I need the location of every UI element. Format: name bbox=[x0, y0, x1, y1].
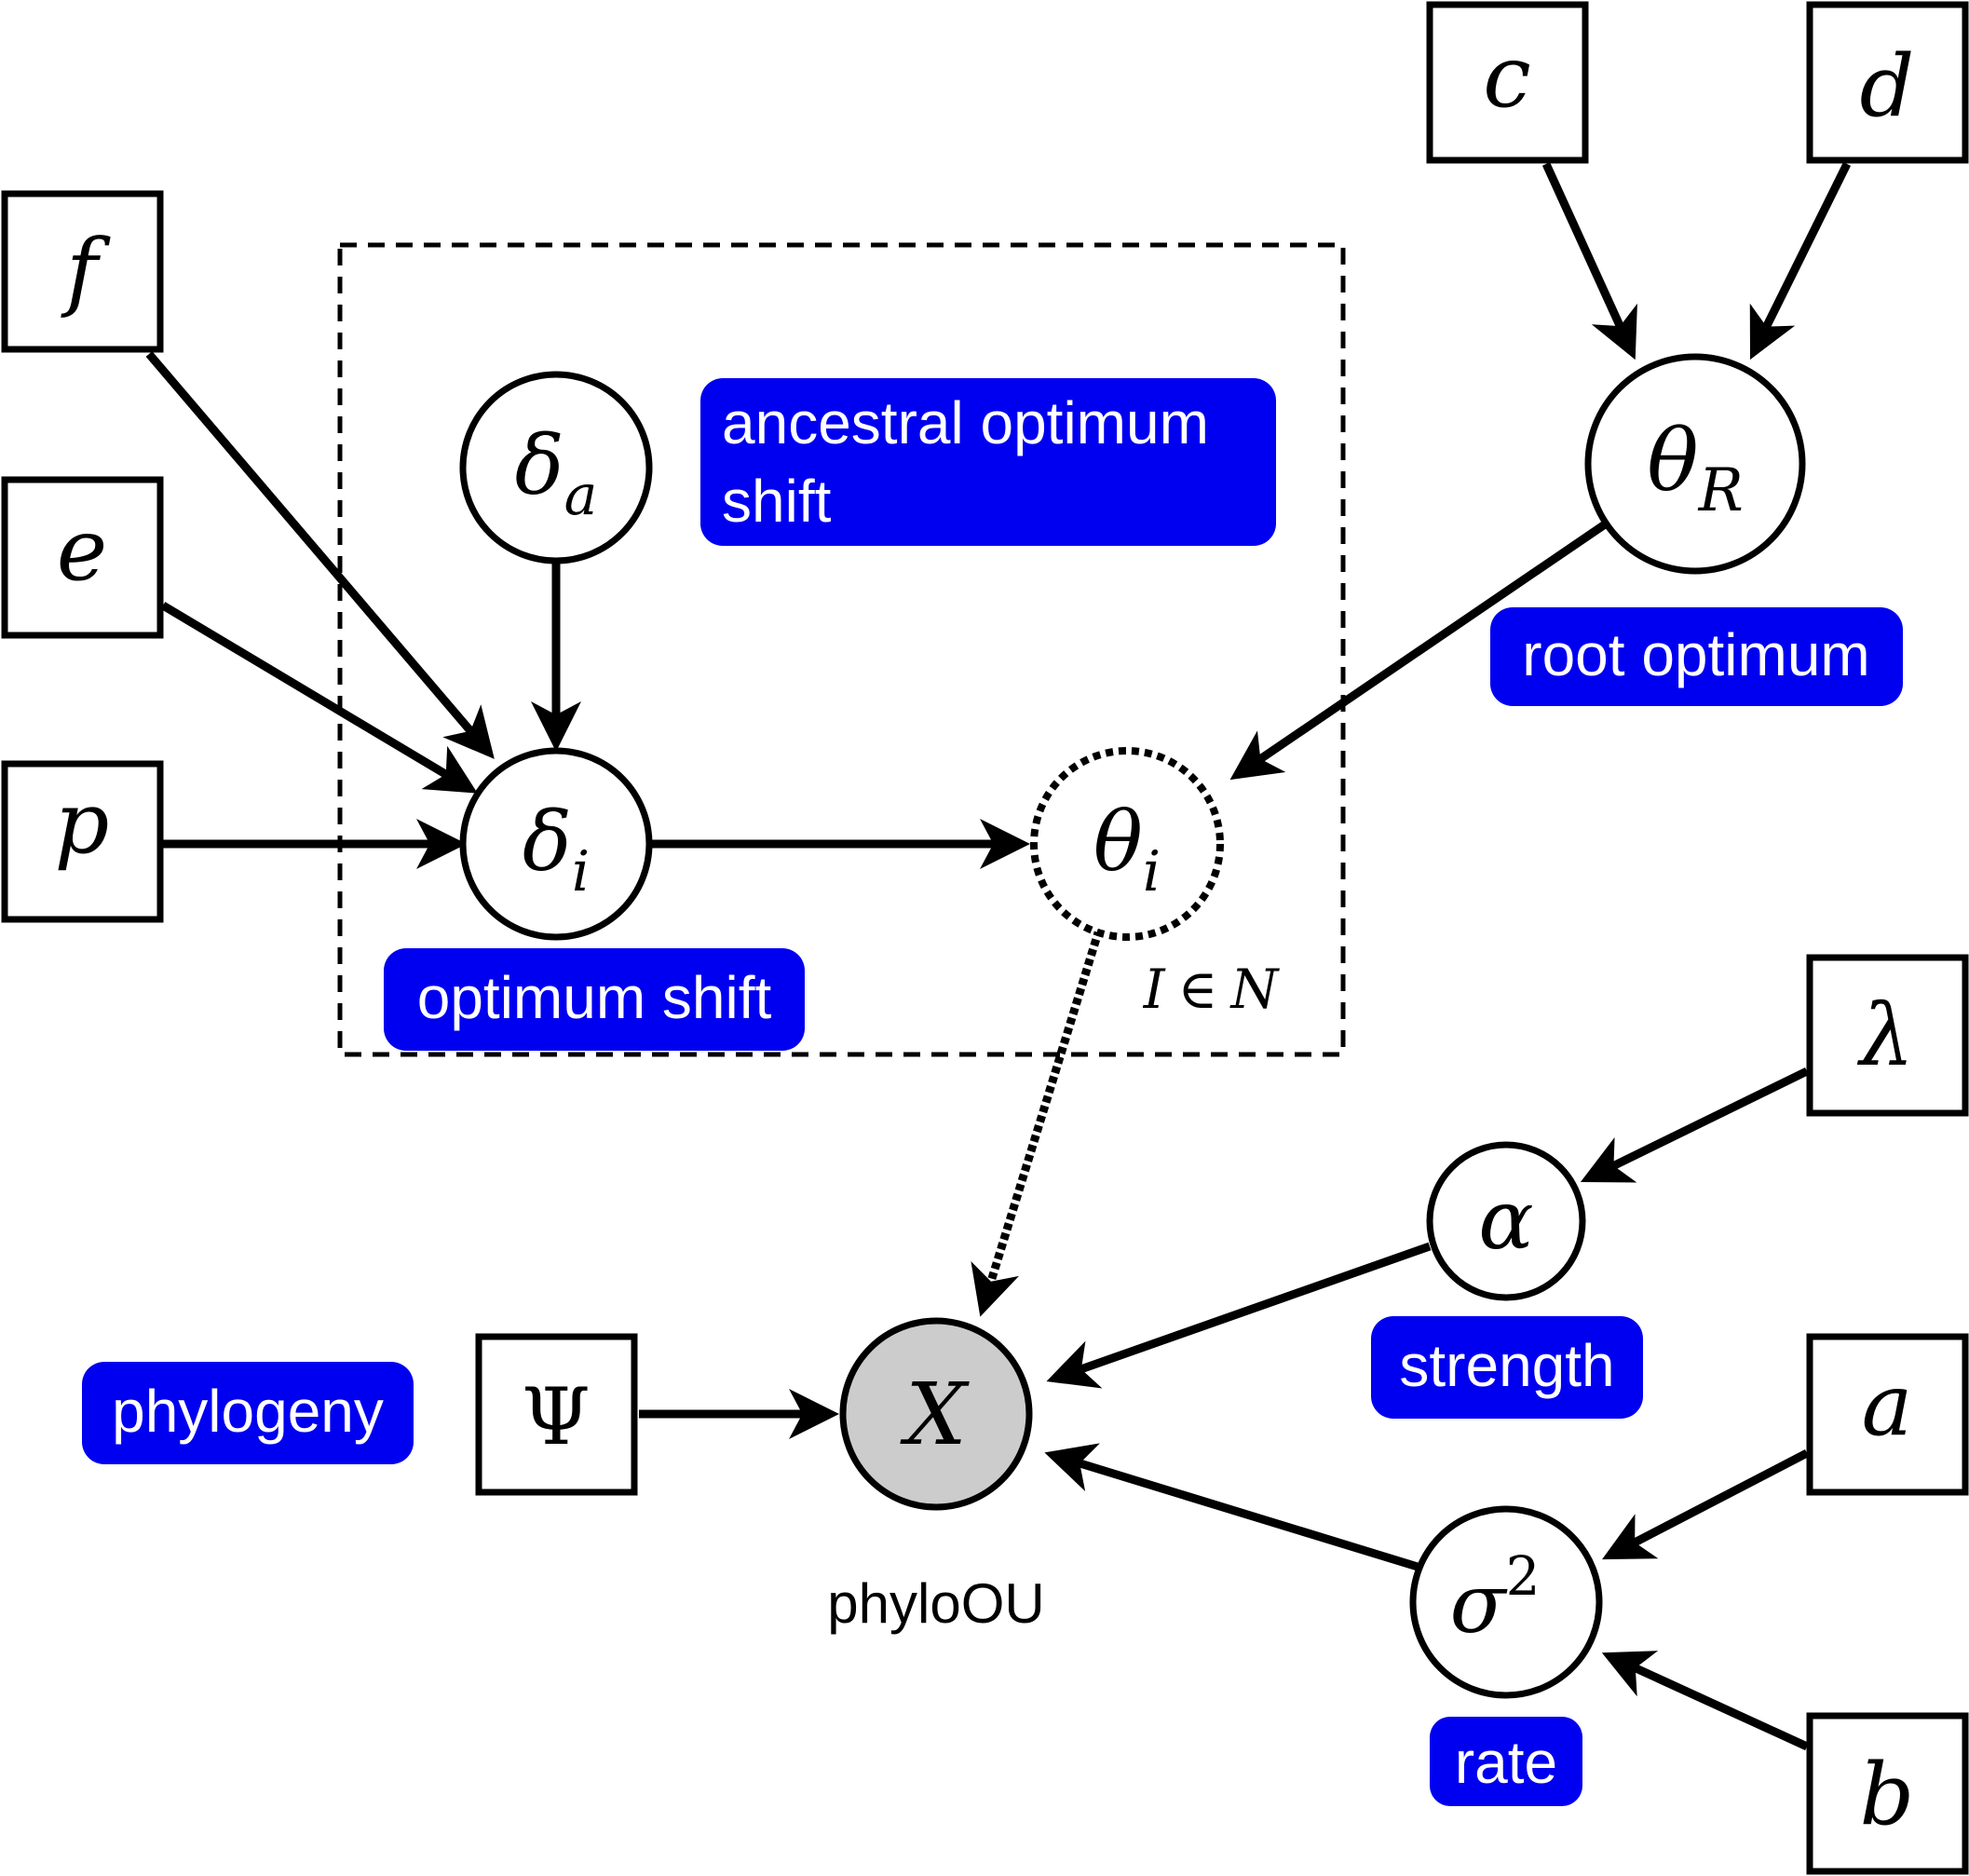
tag-root-optimum: root optimum bbox=[1490, 607, 1903, 706]
constant-psi-label: Ψ bbox=[522, 1371, 591, 1462]
delta-i-base: δ bbox=[523, 794, 572, 890]
svg-text:δa: δa bbox=[515, 417, 598, 528]
constant-e-label: e bbox=[57, 500, 107, 600]
constant-e: e bbox=[1, 476, 164, 639]
tag-rate: rate bbox=[1430, 1717, 1582, 1806]
edge-theta-r-theta-i bbox=[1229, 521, 1608, 781]
node-theta-i: θi bbox=[1030, 747, 1224, 941]
theta-i-sub: i bbox=[1143, 839, 1161, 904]
edge-d-theta-r bbox=[1749, 162, 1852, 360]
tag-optimum-shift: optimum shift bbox=[384, 948, 805, 1051]
constant-a: a bbox=[1806, 1333, 1969, 1496]
svg-text:σ2: σ2 bbox=[1450, 1544, 1541, 1652]
edges bbox=[145, 162, 1852, 1751]
tag-root-optimum-label: root optimum bbox=[1522, 621, 1869, 688]
constant-f: f bbox=[1, 190, 164, 353]
edge-c-theta-r bbox=[1541, 162, 1637, 360]
constant-lambda-label: λ bbox=[1856, 986, 1914, 1085]
node-delta-a: δa bbox=[459, 371, 653, 564]
tag-phylogeny: phylogeny bbox=[82, 1362, 414, 1464]
edge-lambda-alpha bbox=[1580, 1067, 1809, 1183]
svg-text:θi: θi bbox=[1093, 794, 1161, 904]
edge-f-delta-i bbox=[145, 351, 495, 759]
edge-sigma2-x bbox=[1044, 1443, 1419, 1571]
constant-b-label: b bbox=[1860, 1745, 1915, 1844]
constant-a-label: a bbox=[1862, 1355, 1913, 1455]
node-alpha: α bbox=[1426, 1141, 1586, 1301]
delta-a-base: δ bbox=[515, 417, 564, 513]
constant-b: b bbox=[1806, 1712, 1969, 1875]
tag-ancestral-line2: shift bbox=[722, 468, 832, 535]
delta-i-sub: i bbox=[572, 839, 590, 904]
constant-psi: Ψ bbox=[475, 1333, 638, 1496]
constant-lambda: λ bbox=[1806, 954, 1969, 1117]
constant-p-label: p bbox=[55, 773, 110, 873]
edge-b-sigma2 bbox=[1601, 1651, 1809, 1751]
theta-r-base: θ bbox=[1647, 411, 1698, 510]
node-x-observed: X bbox=[839, 1317, 1033, 1511]
edge-e-delta-i bbox=[160, 602, 478, 794]
tag-ancestral-line1: ancestral optimum bbox=[722, 389, 1209, 456]
constant-d-label: d bbox=[1860, 36, 1915, 136]
constant-c-label: c bbox=[1483, 27, 1531, 127]
plate-label: I∈N bbox=[1143, 958, 1281, 1021]
constant-c: c bbox=[1426, 1, 1589, 164]
svg-text:θR: θR bbox=[1647, 411, 1744, 525]
theta-i-base: θ bbox=[1093, 794, 1143, 890]
plate-label-var: I bbox=[1143, 958, 1166, 1021]
node-sigma2: σ2 bbox=[1409, 1505, 1603, 1699]
theta-r-sub: R bbox=[1698, 456, 1744, 525]
edge-theta-i-x bbox=[971, 928, 1104, 1317]
tag-rate-label: rate bbox=[1455, 1729, 1557, 1796]
delta-a-sub: a bbox=[564, 463, 598, 528]
alpha-label: α bbox=[1478, 1172, 1533, 1268]
constant-d: d bbox=[1806, 1, 1969, 164]
sigma2-base: σ bbox=[1450, 1556, 1509, 1652]
plate-label-op: ∈ bbox=[1178, 958, 1218, 1021]
node-theta-r: θR bbox=[1584, 353, 1806, 575]
phylo-ou-label: phyloOU bbox=[827, 1572, 1044, 1635]
x-label: X bbox=[900, 1365, 970, 1464]
edge-alpha-x bbox=[1046, 1242, 1432, 1389]
plate-box bbox=[337, 242, 1346, 1057]
node-delta-i: δi bbox=[459, 747, 653, 941]
constant-p: p bbox=[1, 760, 164, 923]
tag-ancestral-optimum-shift: ancestral optimum shift bbox=[700, 378, 1276, 546]
svg-text:δi: δi bbox=[523, 794, 590, 904]
edge-a-sigma2 bbox=[1602, 1449, 1810, 1560]
tag-optimum-shift-label: optimum shift bbox=[417, 964, 772, 1031]
tag-strength-label: strength bbox=[1399, 1332, 1614, 1399]
plate-label-set: N bbox=[1229, 958, 1281, 1021]
sigma2-sup: 2 bbox=[1506, 1544, 1541, 1608]
tag-phylogeny-label: phylogeny bbox=[112, 1378, 384, 1445]
tag-strength: strength bbox=[1371, 1316, 1643, 1419]
